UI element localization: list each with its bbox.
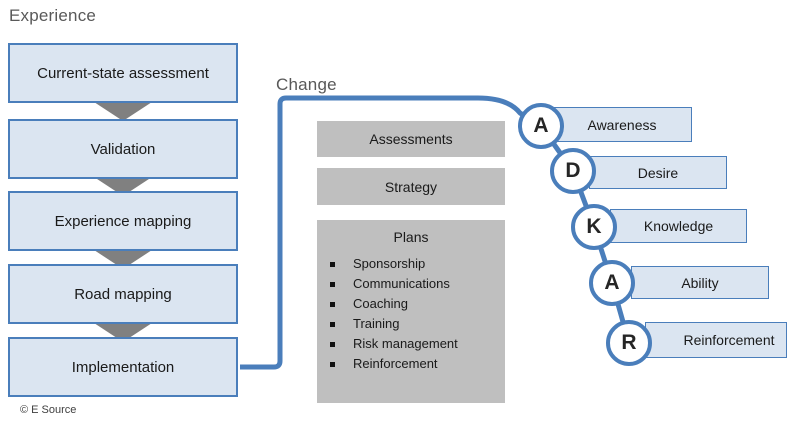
change-box-plans: Plans Sponsorship Communications Coachin… <box>317 220 505 403</box>
plan-item-communications: Communications <box>317 274 505 294</box>
adkar-box-reinforcement: Reinforcement <box>645 322 787 358</box>
implementation-to-adkar-connector-line <box>240 95 632 370</box>
adkar-circle-ability: A <box>589 260 635 306</box>
change-section-title: Change <box>276 75 337 94</box>
plan-item-training: Training <box>317 314 505 334</box>
plan-item-reinforcement: Reinforcement <box>317 354 505 374</box>
down-arrow-icon <box>94 102 152 121</box>
plans-title: Plans <box>393 229 429 245</box>
adkar-box-ability: Ability <box>631 266 769 299</box>
flow-box-current-state-assessment: Current-state assessment <box>8 43 238 103</box>
plans-list: Sponsorship Communications Coaching Trai… <box>317 254 505 374</box>
change-box-strategy: Strategy <box>317 168 505 205</box>
adkar-circle-desire: D <box>550 148 596 194</box>
adkar-circle-awareness: A <box>518 103 564 149</box>
adkar-box-awareness: Awareness <box>552 107 692 142</box>
adkar-box-knowledge: Knowledge <box>610 209 747 243</box>
plan-item-sponsorship: Sponsorship <box>317 254 505 274</box>
experience-section-title: Experience <box>9 6 97 25</box>
flow-box-implementation: Implementation <box>8 337 238 397</box>
flow-box-experience-mapping: Experience mapping <box>8 191 238 251</box>
change-box-assessments: Assessments <box>317 121 505 157</box>
adkar-circle-knowledge: K <box>571 204 617 250</box>
copyright-text: © E Source <box>20 404 77 416</box>
plan-item-coaching: Coaching <box>317 294 505 314</box>
adkar-circle-reinforcement: R <box>606 320 652 366</box>
flow-box-road-mapping: Road mapping <box>8 264 238 324</box>
flow-box-validation: Validation <box>8 119 238 179</box>
plan-item-risk-management: Risk management <box>317 334 505 354</box>
adkar-box-desire: Desire <box>589 156 727 189</box>
